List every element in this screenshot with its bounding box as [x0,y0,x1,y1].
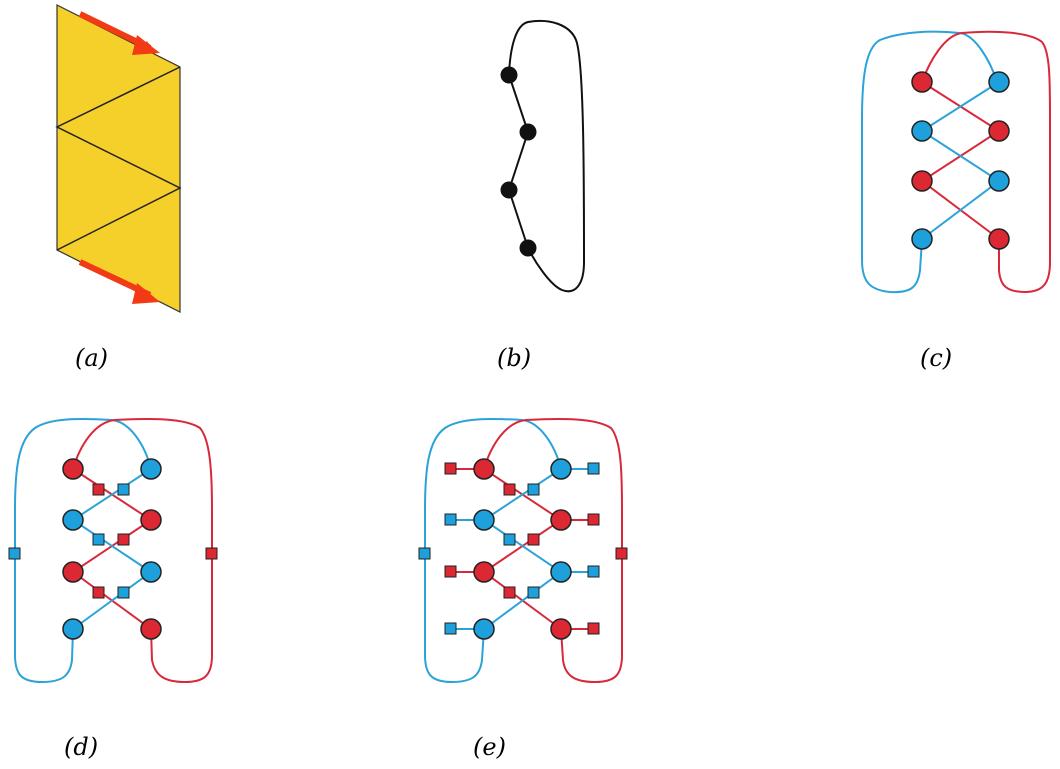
red-square [587,622,600,635]
blue-square [117,483,130,496]
blue-loop [861,30,998,294]
blue-chain [71,468,153,630]
blue-loop [424,417,562,684]
blue-chain [482,468,563,630]
blue-node [988,170,1010,192]
red-node [988,228,1010,250]
red-square [587,513,600,526]
red-square [503,483,516,496]
red-node [140,509,162,531]
blue-node [140,561,162,583]
blue-square [444,622,457,635]
red-square [527,533,540,546]
blue-node [988,71,1010,93]
blue-node [62,509,84,531]
red-node [140,618,162,640]
panel-e: (e) [418,417,628,761]
blue-node [550,561,572,583]
blue-square [92,533,105,546]
blue-square [587,462,600,475]
panel-d: (d) [8,417,218,761]
red-square [615,547,628,560]
blue-node [473,509,495,531]
red-node [473,561,495,583]
node [519,239,537,257]
red-chain [482,468,563,630]
red-square [117,533,130,546]
blue-node [62,618,84,640]
blue-square [527,586,540,599]
red-node [911,170,933,192]
caption-c: (c) [920,344,952,372]
node [519,123,537,141]
caption-e: (e) [473,733,506,761]
blue-square [587,565,600,578]
red-square [205,547,218,560]
red-node [62,458,84,480]
blue-square [503,533,516,546]
blue-square [8,547,21,560]
red-node [62,561,84,583]
red-node [473,458,495,480]
blue-square [418,547,431,560]
caption-a: (a) [75,344,108,372]
red-loop [72,417,213,684]
caption-b: (b) [497,344,531,372]
node [500,66,518,84]
red-square [444,462,457,475]
blue-node [550,458,572,480]
red-node [911,71,933,93]
node [500,181,518,199]
panel-b: (b) [497,20,586,372]
panel-a: (a) [55,4,182,372]
red-chain [71,468,153,630]
arrow-bottom-head [132,283,160,304]
blue-chain [920,81,1001,240]
panel-c: (c) [861,30,1051,372]
arrow-top-head [132,35,160,55]
blue-square [444,513,457,526]
blue-node [911,120,933,142]
red-node [550,509,572,531]
red-square [92,483,105,496]
blue-node [911,228,933,250]
loop-curve [508,20,586,293]
blue-node [140,458,162,480]
blue-loop [14,417,152,684]
blue-square [527,483,540,496]
caption-d: (d) [64,733,98,761]
red-loop [483,417,623,684]
red-square [444,565,457,578]
red-loop [921,30,1051,294]
triangle-strip [56,4,181,313]
triangle-edges [55,66,182,251]
blue-square [117,586,130,599]
red-node [988,120,1010,142]
red-node [550,618,572,640]
red-square [92,586,105,599]
red-square [503,586,516,599]
blue-node [473,618,495,640]
zigzag-chain [507,74,530,249]
